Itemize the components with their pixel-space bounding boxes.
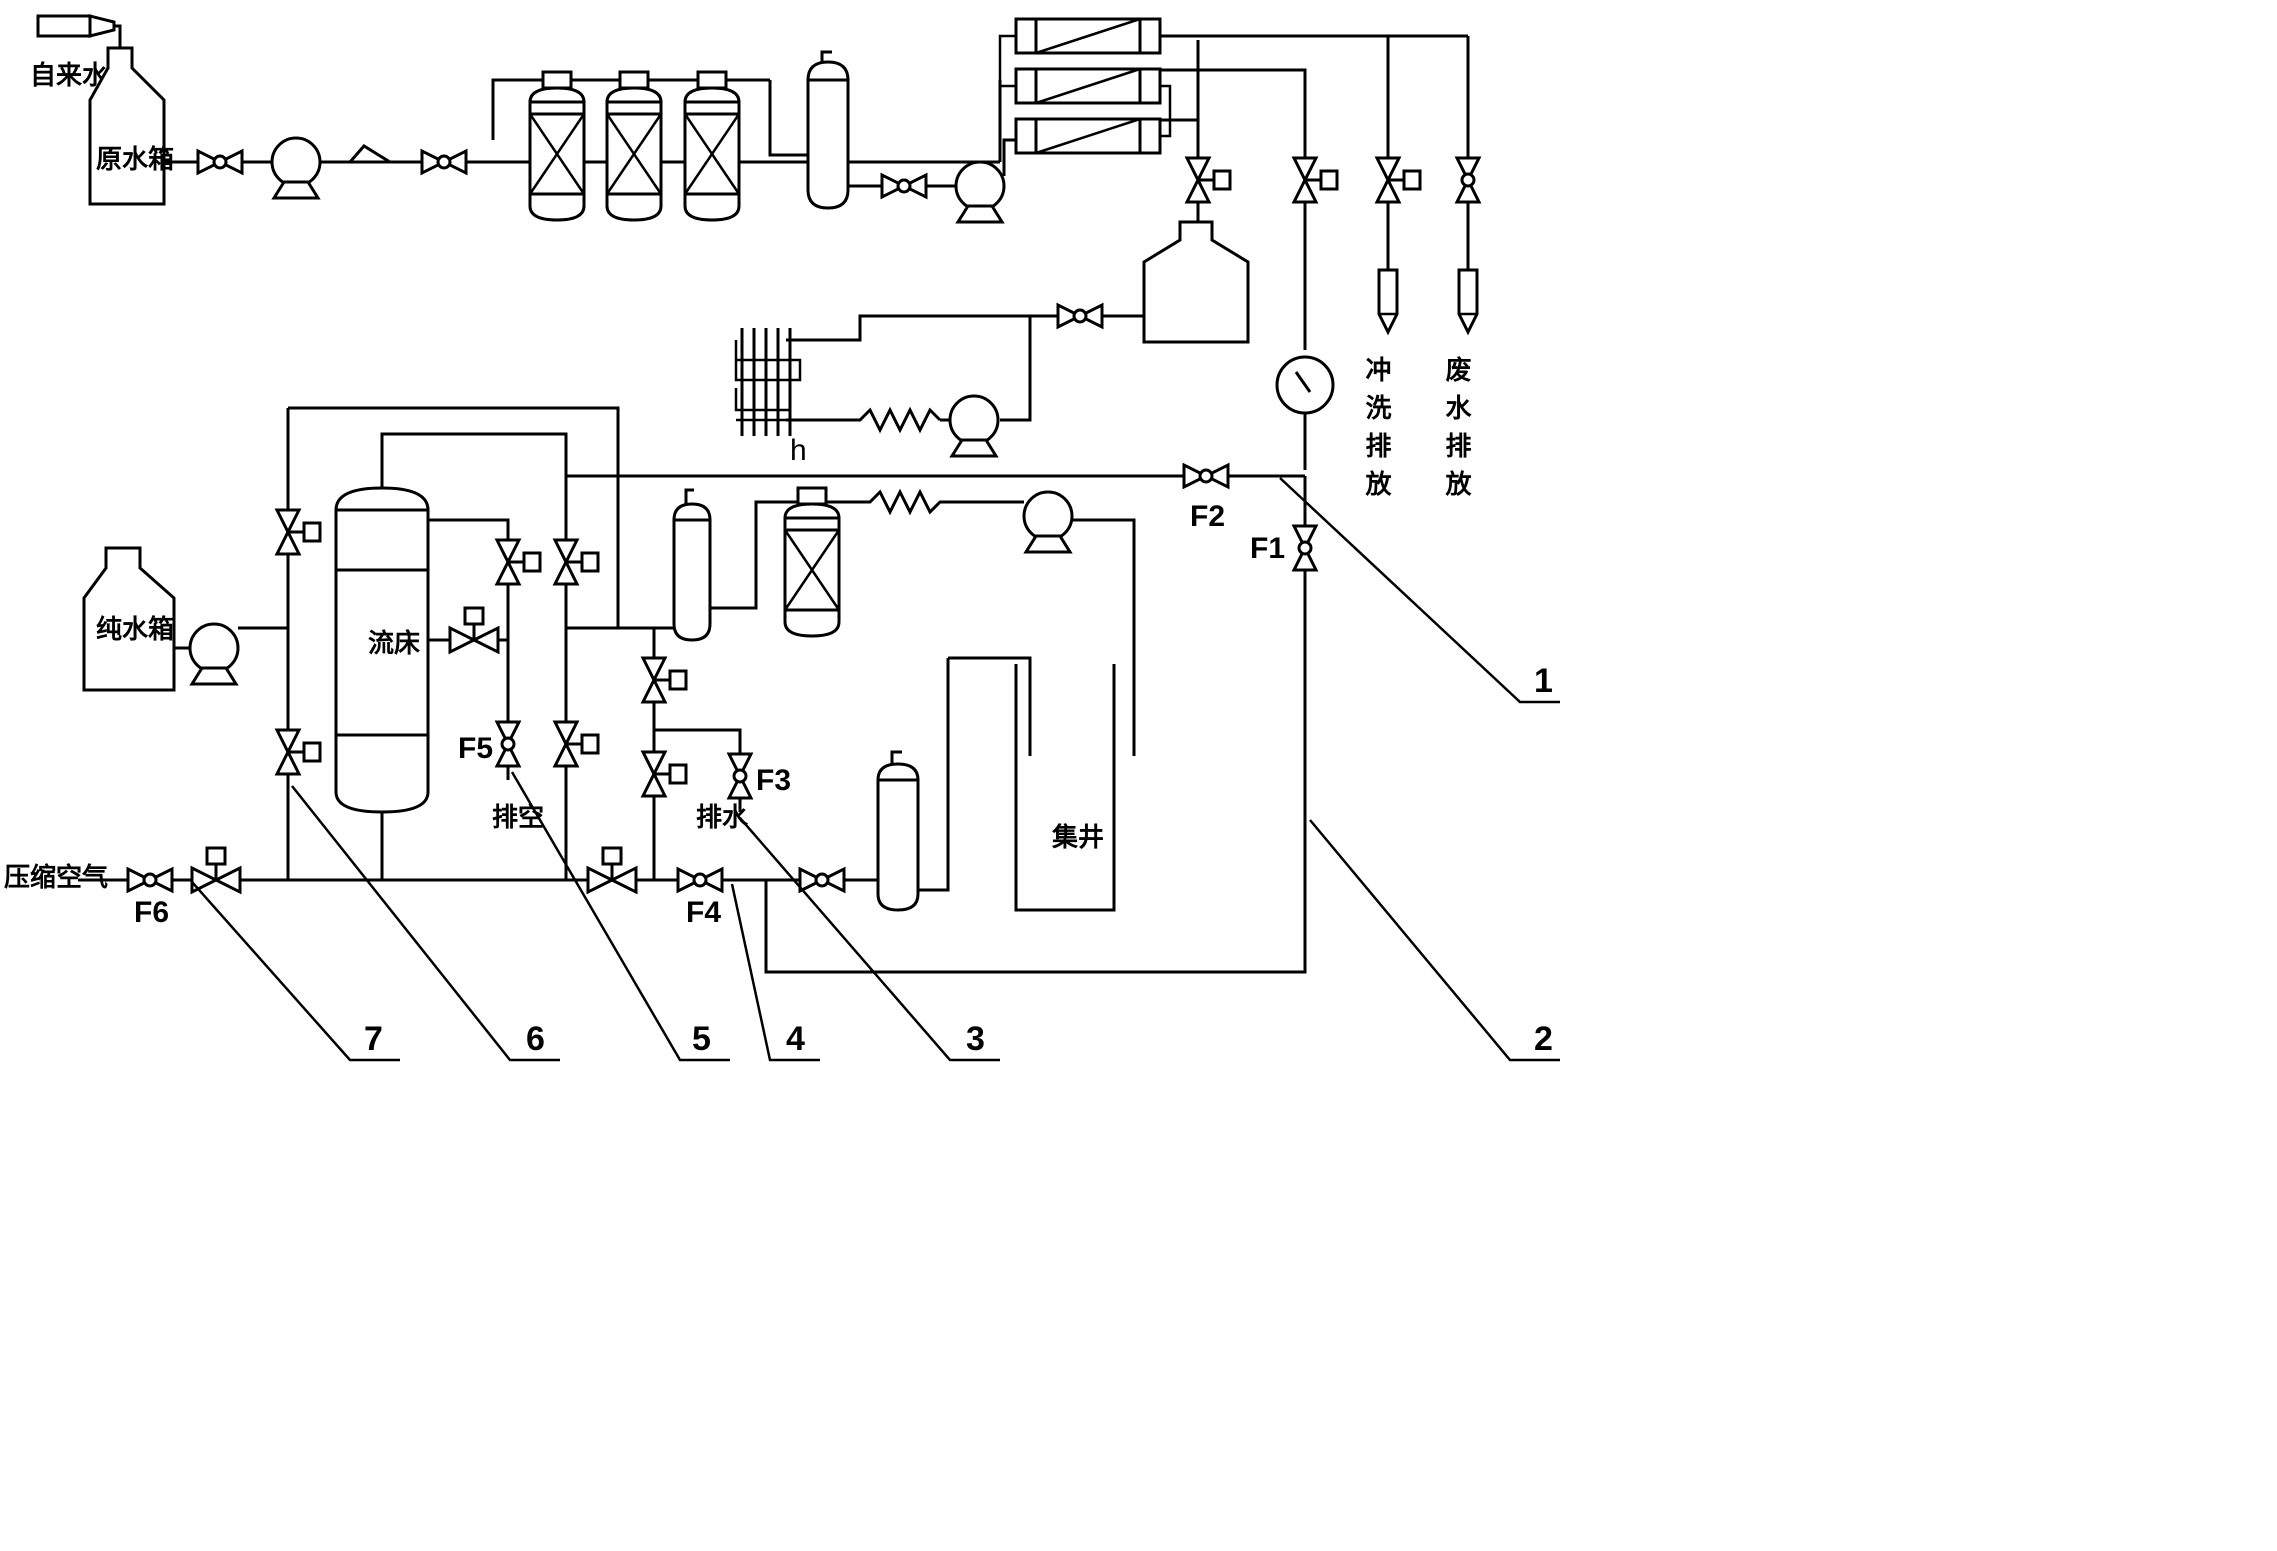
mid-riser-upper-solenoid[interactable] bbox=[553, 538, 600, 586]
valve-tag-F4: F4 bbox=[686, 896, 721, 929]
raw-water-tank-label: 原水箱 bbox=[96, 144, 174, 175]
fluid-bed-label: 流床 bbox=[368, 628, 420, 659]
callout-leaders bbox=[191, 477, 1560, 1062]
tap-water-faucet bbox=[36, 14, 122, 48]
filter-column-1 bbox=[528, 70, 586, 222]
treatment-column bbox=[783, 486, 841, 638]
product-tank-outlet-valve[interactable] bbox=[1056, 303, 1104, 329]
filter-column-2 bbox=[605, 70, 663, 222]
valve-tag-F6: F6 bbox=[134, 896, 169, 929]
permeate-main-valve[interactable] bbox=[1292, 156, 1339, 204]
check-valve bbox=[348, 144, 391, 164]
ro-membrane-2 bbox=[1014, 67, 1162, 105]
callout-4: 4 bbox=[786, 1020, 805, 1058]
valve-tag-F5: F5 bbox=[458, 732, 493, 765]
pipe-permeate bbox=[1160, 68, 1307, 130]
vent-upper-solenoid[interactable] bbox=[495, 538, 542, 586]
pure-water-tank-label: 纯水箱 bbox=[96, 614, 174, 645]
recycle-pump[interactable] bbox=[1022, 490, 1074, 554]
pre-filter-valve[interactable] bbox=[420, 149, 468, 175]
pure-water-tank bbox=[82, 546, 176, 692]
vent-label: 排空 bbox=[492, 802, 544, 833]
valve-tag-F1: F1 bbox=[1250, 532, 1285, 565]
callout-5: 5 bbox=[692, 1020, 711, 1058]
flush-valve[interactable] bbox=[1375, 156, 1422, 204]
product-water-tank bbox=[1142, 220, 1250, 344]
wastewater-discharge-nozzle bbox=[1457, 268, 1479, 336]
wastewater-valve[interactable] bbox=[1455, 156, 1481, 204]
valve-tag-F2: F2 bbox=[1190, 500, 1225, 533]
wastewater-discharge-label: 废水排放 bbox=[1441, 355, 1472, 508]
ro-high-pressure-pump[interactable] bbox=[954, 160, 1006, 224]
ro-membrane-1 bbox=[1014, 17, 1162, 55]
callout-3: 3 bbox=[966, 1020, 985, 1058]
intermediate-tank bbox=[806, 50, 850, 210]
fluid-bed-side-solenoid[interactable] bbox=[448, 606, 500, 654]
drain-valve-F3[interactable] bbox=[727, 752, 753, 800]
buffer-tank bbox=[672, 488, 712, 642]
flush-discharge-label: 冲洗排放 bbox=[1361, 356, 1392, 508]
flush-discharge-nozzle bbox=[1377, 268, 1399, 336]
settling-tank bbox=[876, 750, 920, 912]
callout-7: 7 bbox=[364, 1020, 383, 1058]
sump-well bbox=[948, 656, 1116, 912]
heat-exchanger-h-label: h bbox=[790, 434, 807, 467]
pipe-filter-header bbox=[491, 78, 770, 140]
treatment-heater-coil bbox=[826, 488, 1024, 516]
compressed-air-label: 压缩空气 bbox=[4, 862, 108, 893]
sump-well-label: 集井 bbox=[1051, 822, 1104, 853]
mid-riser-lower-solenoid[interactable] bbox=[553, 720, 600, 768]
tap-water-label: 自来水 bbox=[30, 60, 109, 91]
settler-inlet-valve[interactable] bbox=[798, 867, 846, 893]
filter-column-3 bbox=[683, 70, 741, 222]
compressed-air-solenoid[interactable] bbox=[190, 846, 242, 894]
flow-meter bbox=[1275, 355, 1335, 415]
ro-membrane-3 bbox=[1014, 117, 1162, 155]
heat-loop-heater-coil bbox=[786, 406, 942, 434]
callout-2: 2 bbox=[1534, 1020, 1553, 1058]
ro-feed-valve[interactable] bbox=[880, 173, 928, 199]
callout-6: 6 bbox=[526, 1020, 545, 1058]
drain-upper-solenoid[interactable] bbox=[641, 656, 688, 704]
callout-1: 1 bbox=[1534, 662, 1553, 700]
raw-feed-valve[interactable] bbox=[196, 149, 244, 175]
bottom-mid-solenoid[interactable] bbox=[586, 846, 638, 894]
compressed-air-valve-F6[interactable] bbox=[126, 867, 174, 893]
heat-exchanger bbox=[734, 328, 802, 436]
return-valve-F2[interactable] bbox=[1182, 463, 1230, 489]
raw-feed-pump[interactable] bbox=[270, 136, 322, 200]
pure-water-pump[interactable] bbox=[188, 622, 240, 686]
valve-tag-F3: F3 bbox=[756, 764, 791, 797]
main-valve-F1[interactable] bbox=[1292, 524, 1318, 572]
pure-tank-inlet-valve[interactable] bbox=[1185, 156, 1232, 204]
heat-loop-pump[interactable] bbox=[948, 394, 1000, 458]
drain-lower-solenoid[interactable] bbox=[641, 750, 688, 798]
raw-water-tank bbox=[88, 46, 166, 206]
bottom-valve-F4[interactable] bbox=[676, 867, 724, 893]
vent-valve-F5[interactable] bbox=[495, 720, 521, 768]
riser-lower-solenoid[interactable] bbox=[275, 728, 322, 776]
riser-upper-solenoid[interactable] bbox=[275, 508, 322, 556]
